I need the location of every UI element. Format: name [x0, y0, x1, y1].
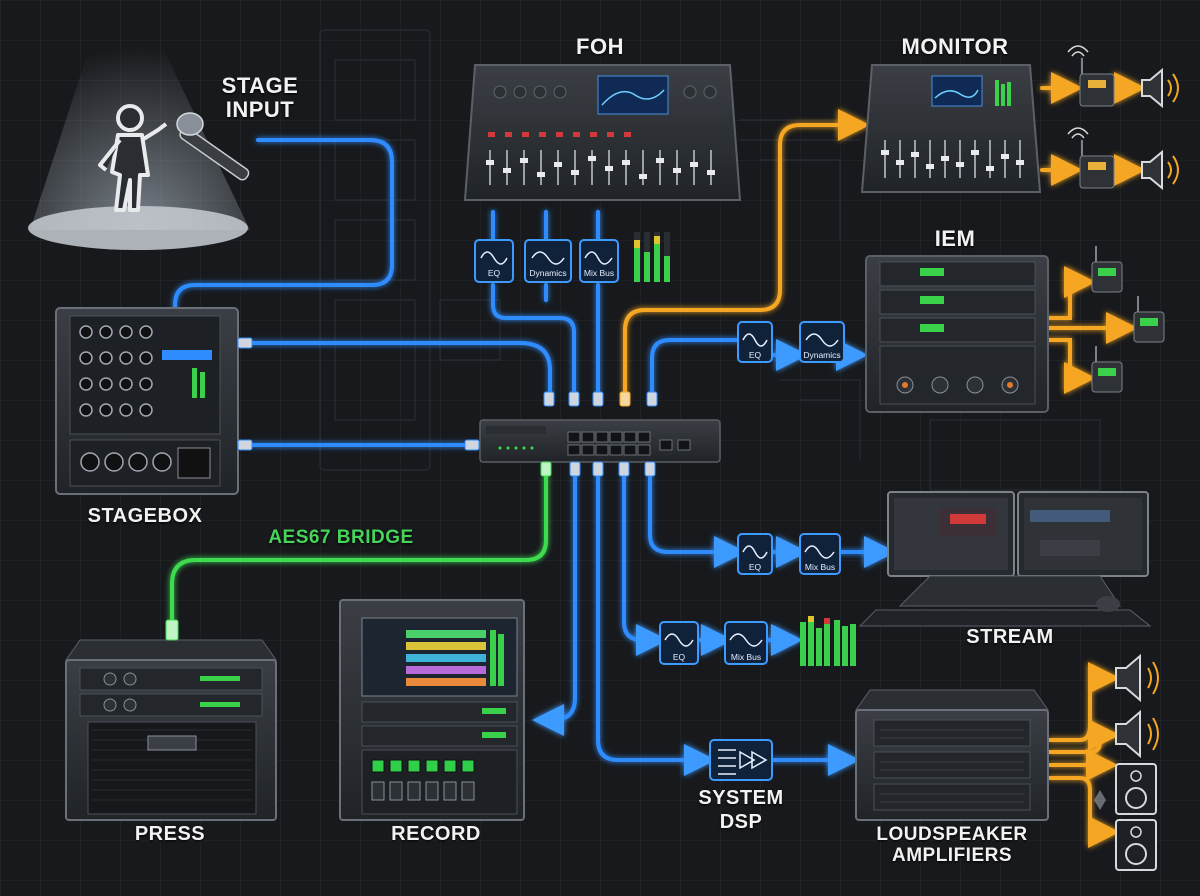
dante-links: [173, 138, 896, 776]
foh-mixbus-block: [579, 239, 619, 283]
iem-label: IEM: [934, 226, 976, 251]
iem-eq-block: [737, 321, 773, 363]
speaker-icon: [1141, 149, 1179, 191]
system-dsp: [709, 739, 773, 781]
speaker-cabinet-icon: [1115, 763, 1157, 815]
system-dsp-label-line2: DSP: [719, 811, 763, 833]
loudspeakers: [1094, 653, 1159, 871]
aes67-link: [170, 460, 548, 642]
press-rack: [65, 619, 277, 821]
foh-eq-block: [474, 239, 514, 283]
speaker-cabinet-icon: [1115, 819, 1157, 871]
record-level-meters: [800, 616, 856, 666]
stream-eq-label: EQ: [749, 562, 762, 572]
record-eq-label: EQ: [673, 652, 686, 662]
stream-mixbus-block: [799, 533, 841, 575]
foh-eq-label: EQ: [488, 268, 501, 278]
stage-input-label-line2: INPUT: [225, 97, 295, 122]
stage-input-label-line1: STAGE: [221, 73, 299, 98]
foh-mixbus-label: Mix Bus: [584, 268, 614, 278]
iem-dynamics-block: [799, 321, 845, 363]
system-dsp-label: SYSTEM DSP: [686, 786, 796, 834]
wireless-bodypack-icon: [1067, 45, 1115, 107]
stream-eq-block: [737, 533, 773, 575]
record-rack: [339, 599, 525, 821]
foh-console: [463, 64, 742, 201]
speaker-icon: [1115, 709, 1159, 759]
foh-processing-blocks: [474, 232, 670, 283]
monitor-outputs: [1067, 45, 1179, 191]
foh-label: FOH: [576, 34, 624, 59]
stream-label: STREAM: [966, 626, 1054, 648]
monitor-console: [860, 64, 1042, 193]
record-processing-blocks: [659, 616, 856, 666]
record-mixbus-label: Mix Bus: [731, 652, 761, 662]
monitor-label: MONITOR: [901, 34, 1009, 59]
foh-level-meters: [634, 232, 670, 282]
amplifiers-label-line1: LOUDSPEAKER: [876, 824, 1028, 845]
wireless-bodypack-icon: [1067, 127, 1115, 189]
stream-workstation: [858, 491, 1152, 627]
iem-rack: [865, 255, 1049, 413]
iem-eq-label: EQ: [749, 350, 762, 360]
record-mixbus-block: [724, 621, 768, 665]
stage-performer-illustration: [28, 0, 250, 250]
stage-input-label: STAGE INPUT: [210, 74, 310, 122]
system-dsp-label-line1: SYSTEM: [698, 787, 784, 809]
amplifiers-label-line2: AMPLIFIERS: [891, 845, 1013, 866]
foh-dynamics-block: [524, 239, 572, 283]
loudspeaker-amplifiers: [855, 689, 1049, 821]
iem-bodypacks: [1091, 246, 1165, 393]
wireless-bodypack-icon: [1091, 246, 1123, 293]
press-label: PRESS: [134, 823, 206, 845]
stream-processing-blocks: [737, 533, 841, 575]
stream-mixbus-label: Mix Bus: [805, 562, 835, 572]
aes67-bridge-label: AES67 BRIDGE: [268, 527, 414, 548]
record-label: RECORD: [391, 823, 481, 845]
network-switch: [464, 391, 721, 477]
amplifiers-label: LOUDSPEAKER AMPLIFIERS: [862, 824, 1042, 866]
stagebox-label: STAGEBOX: [87, 505, 203, 527]
speaker-icon: [1141, 67, 1179, 109]
stagebox: [55, 307, 253, 495]
speaker-icon: [1115, 653, 1159, 703]
microphone-icon: [176, 112, 250, 181]
schematic-background: [319, 29, 1101, 491]
iem-dynamics-label: Dynamics: [803, 350, 840, 360]
iem-processing-blocks: [737, 321, 845, 363]
monitor-links: [623, 72, 1146, 848]
wireless-bodypack-icon: [1133, 296, 1165, 343]
wireless-bodypack-icon: [1091, 346, 1123, 393]
foh-dynamics-label: Dynamics: [529, 268, 566, 278]
record-eq-block: [659, 621, 699, 665]
